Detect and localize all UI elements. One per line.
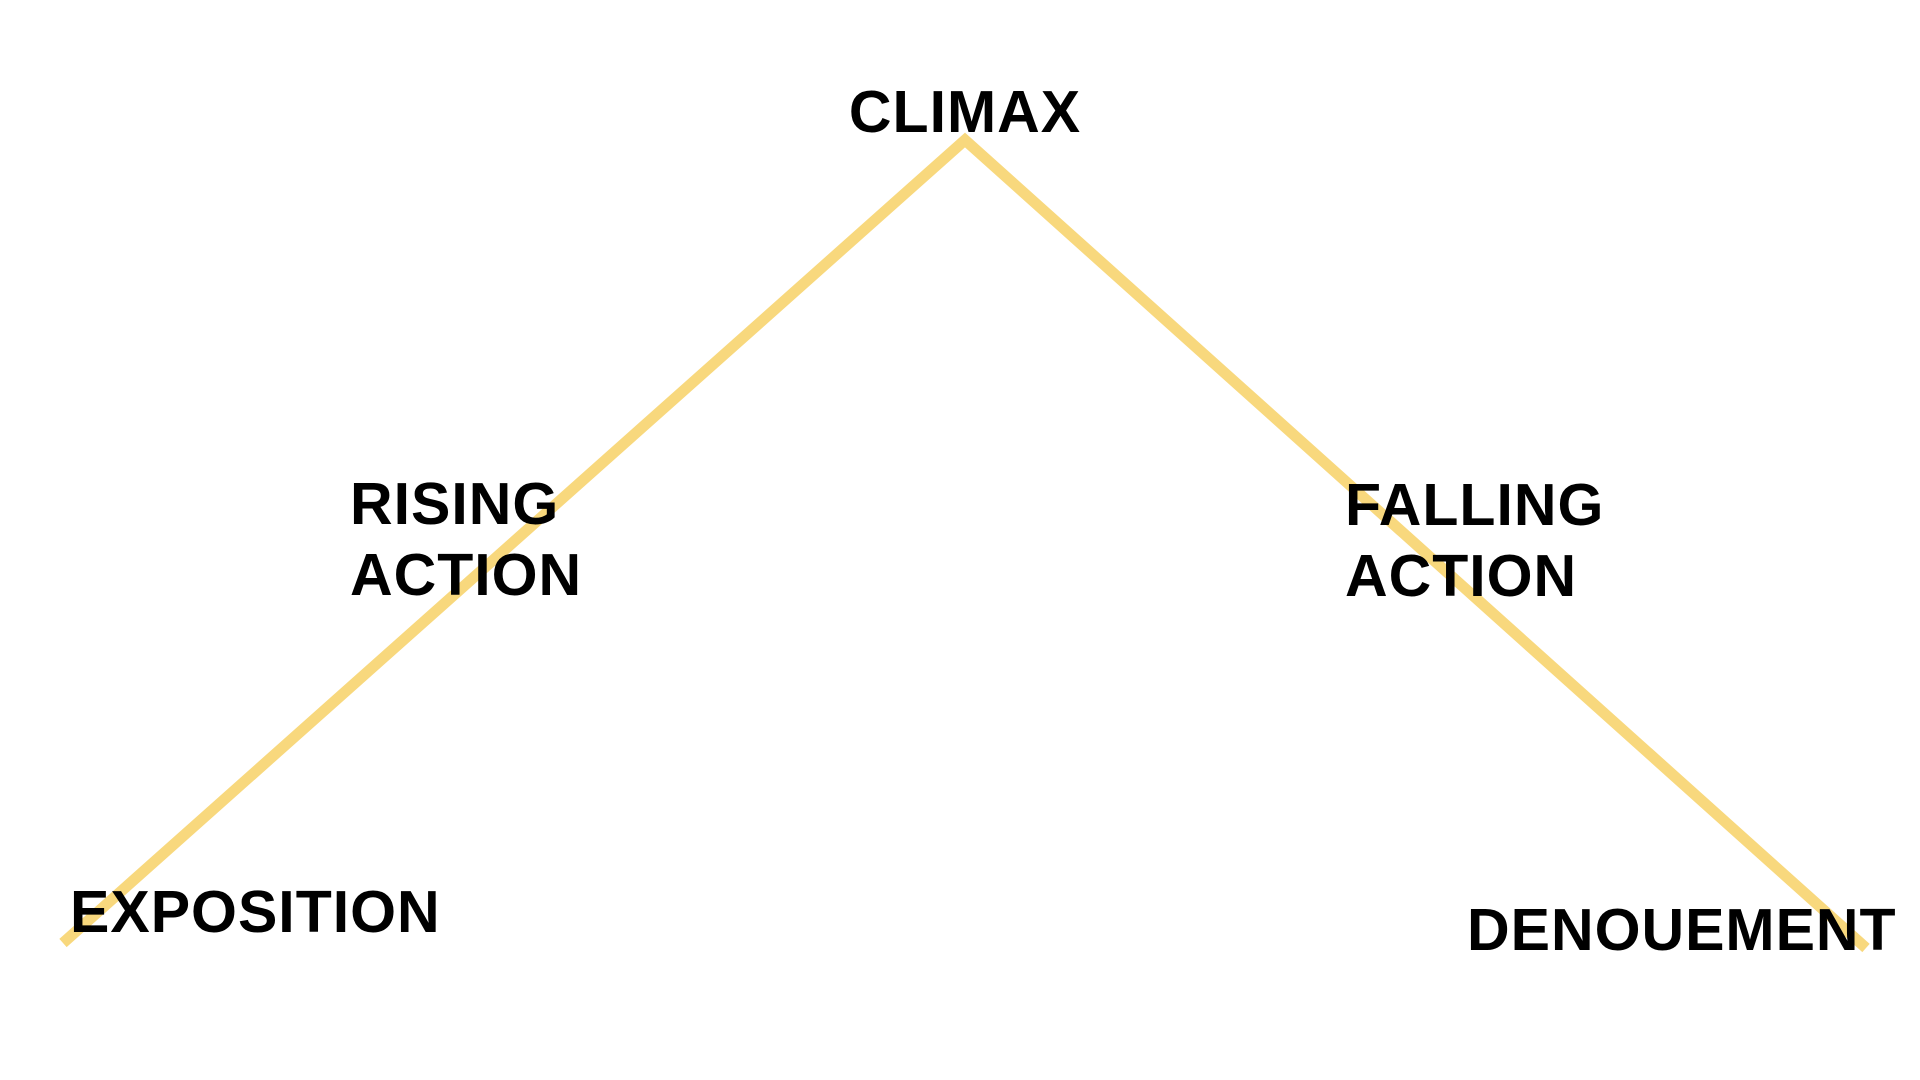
- falling-action-line1: FALLING: [1345, 472, 1605, 538]
- exposition-label: EXPOSITION: [70, 879, 441, 945]
- climax-label: CLIMAX: [848, 79, 1082, 145]
- rising-action-line1: RISING: [350, 471, 560, 537]
- falling-action-label: FALLING ACTION: [1345, 470, 1604, 612]
- plot-arc-line: [59, 132, 1870, 953]
- denouement-label: DENOUEMENT: [1467, 897, 1897, 963]
- rising-action-label: RISING ACTION: [350, 469, 582, 611]
- falling-action-line2: ACTION: [1345, 543, 1578, 609]
- rising-action-line2: ACTION: [350, 542, 583, 608]
